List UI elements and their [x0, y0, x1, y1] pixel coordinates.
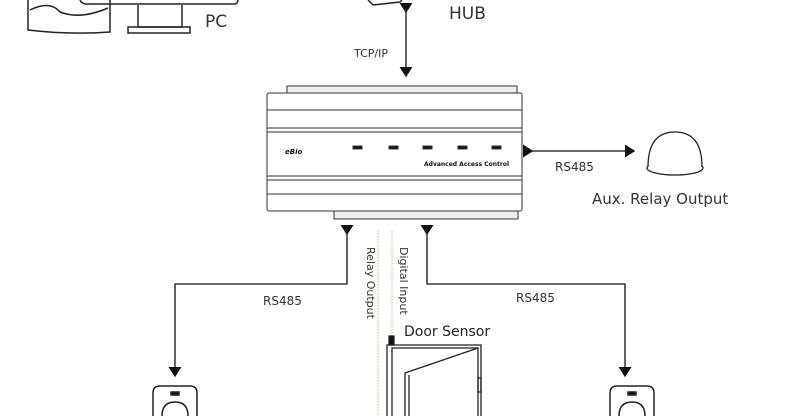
tcp-ip-label: TCP/IP: [354, 47, 388, 60]
aux-relay-device-icon: [646, 131, 704, 176]
rs485-aux-label: RS485: [555, 160, 594, 174]
rs485-left-label: RS485: [263, 294, 302, 308]
pc-label: PC: [205, 12, 228, 32]
svg-text:eBio: eBio: [285, 148, 302, 156]
hub-icon: [367, 0, 403, 6]
digital-input-label: Digital Input: [397, 247, 410, 315]
rs485-right-connection: [420, 224, 632, 378]
rs485-left-connection: [168, 224, 354, 378]
card-reader-right-icon: [609, 385, 655, 416]
controller-label: Advanced Access Control: [424, 161, 510, 168]
access-controller-device: eBio: [266, 85, 523, 220]
aux-relay-output-label: Aux. Relay Output: [592, 190, 729, 208]
pc-icon: [27, 0, 239, 34]
relay-output-label: Relay Output: [364, 247, 377, 319]
door-sensor-label: Door Sensor: [404, 324, 491, 340]
hub-label: HUB: [449, 4, 486, 24]
rs485-right-label: RS485: [516, 291, 555, 305]
door-icon: [386, 335, 482, 416]
card-reader-left-icon: [152, 385, 198, 416]
